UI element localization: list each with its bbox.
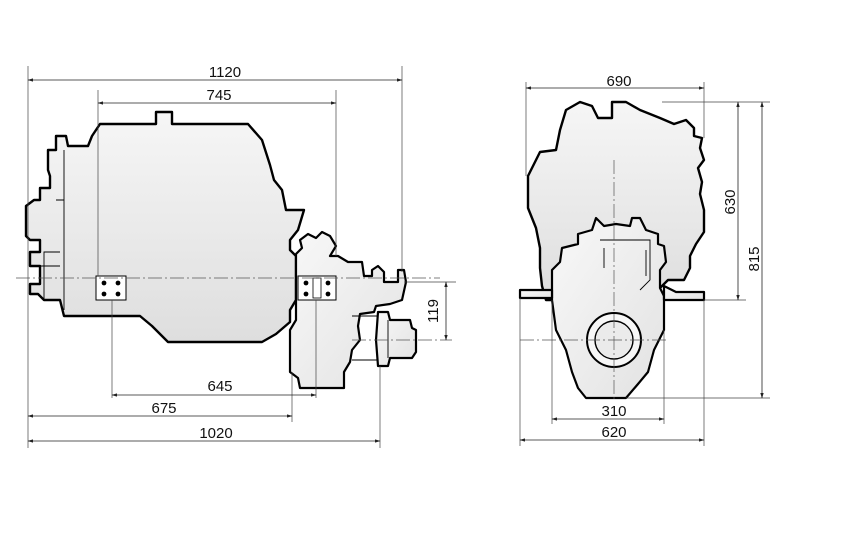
- side-view: 1120 745 645 675 1020 119: [16, 64, 456, 448]
- dim-upper-height: 630: [722, 189, 739, 214]
- dim-block-length: 745: [206, 87, 231, 104]
- coupling-detail: [352, 315, 389, 361]
- front-cover-detail: [40, 150, 65, 310]
- front-mount-right: [662, 284, 706, 302]
- engine-block-outline: [24, 110, 306, 344]
- dim-gear-width: 310: [601, 403, 626, 420]
- front-mount-left: [518, 288, 554, 300]
- gearbox-outline: [288, 230, 408, 390]
- dim-total-height: 815: [746, 246, 763, 271]
- output-coupling: [374, 310, 418, 368]
- front-view: 690 630 815 310 620: [518, 73, 770, 446]
- rear-mount: [297, 275, 337, 301]
- dim-mount-to-flange: 675: [151, 400, 176, 417]
- dim-overall-width: 690: [606, 73, 631, 90]
- dim-mount-spacing: 645: [207, 378, 232, 395]
- dim-mount-width: 620: [601, 424, 626, 441]
- dim-overall-length: 1120: [209, 64, 241, 81]
- dim-shaft-offset: 119: [425, 299, 442, 323]
- dim-base-length: 1020: [199, 425, 232, 442]
- front-gearbox-detail: [600, 239, 651, 291]
- front-mount: [95, 275, 127, 301]
